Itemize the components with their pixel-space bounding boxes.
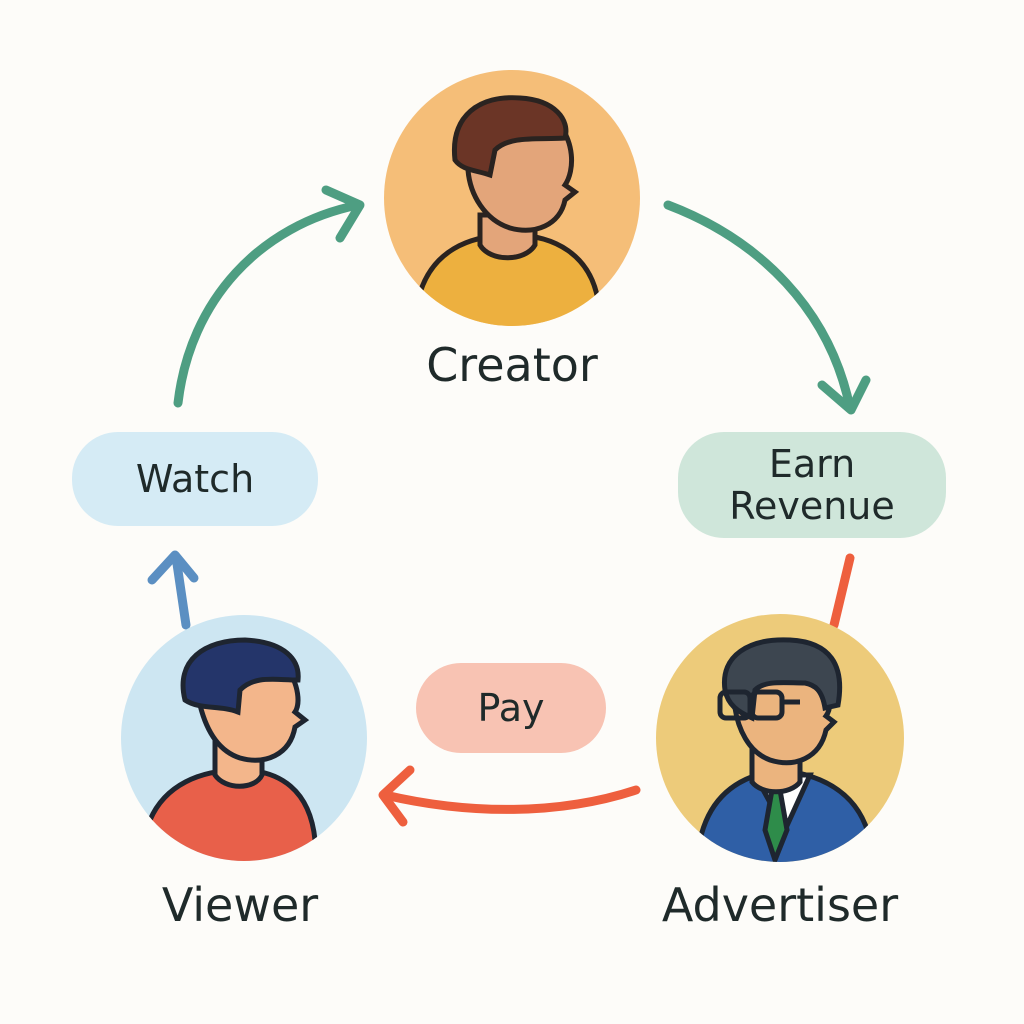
earn-label: Earn [768, 442, 856, 486]
arrow-creator-to-earn [663, 200, 855, 413]
arrow-viewer-to-watch [171, 552, 191, 630]
arrow-advertiser-to-viewer [380, 785, 641, 814]
arrowhead-earn-icon [817, 375, 871, 415]
viewer-avatar-icon [121, 615, 367, 861]
watch-pill: Watch [72, 432, 318, 526]
creator-avatar-icon [384, 70, 640, 326]
revenue-label: Revenue [729, 484, 895, 528]
advertiser-label: Advertiser [661, 878, 899, 932]
pay-pill: Pay [416, 663, 606, 753]
pay-label: Pay [477, 686, 545, 730]
arrowhead-viewer-icon [378, 765, 415, 827]
earn-revenue-pill: Earn Revenue [678, 432, 946, 538]
arrowhead-creator-icon [321, 185, 365, 243]
arrowhead-watch-icon [147, 550, 199, 585]
advertiser-avatar-icon [656, 614, 904, 862]
arrow-watch-to-creator [173, 200, 363, 408]
watch-label: Watch [135, 457, 255, 501]
viewer-label: Viewer [161, 878, 319, 932]
arrow-earn-to-advertiser [829, 553, 855, 630]
creator-label: Creator [426, 338, 598, 392]
